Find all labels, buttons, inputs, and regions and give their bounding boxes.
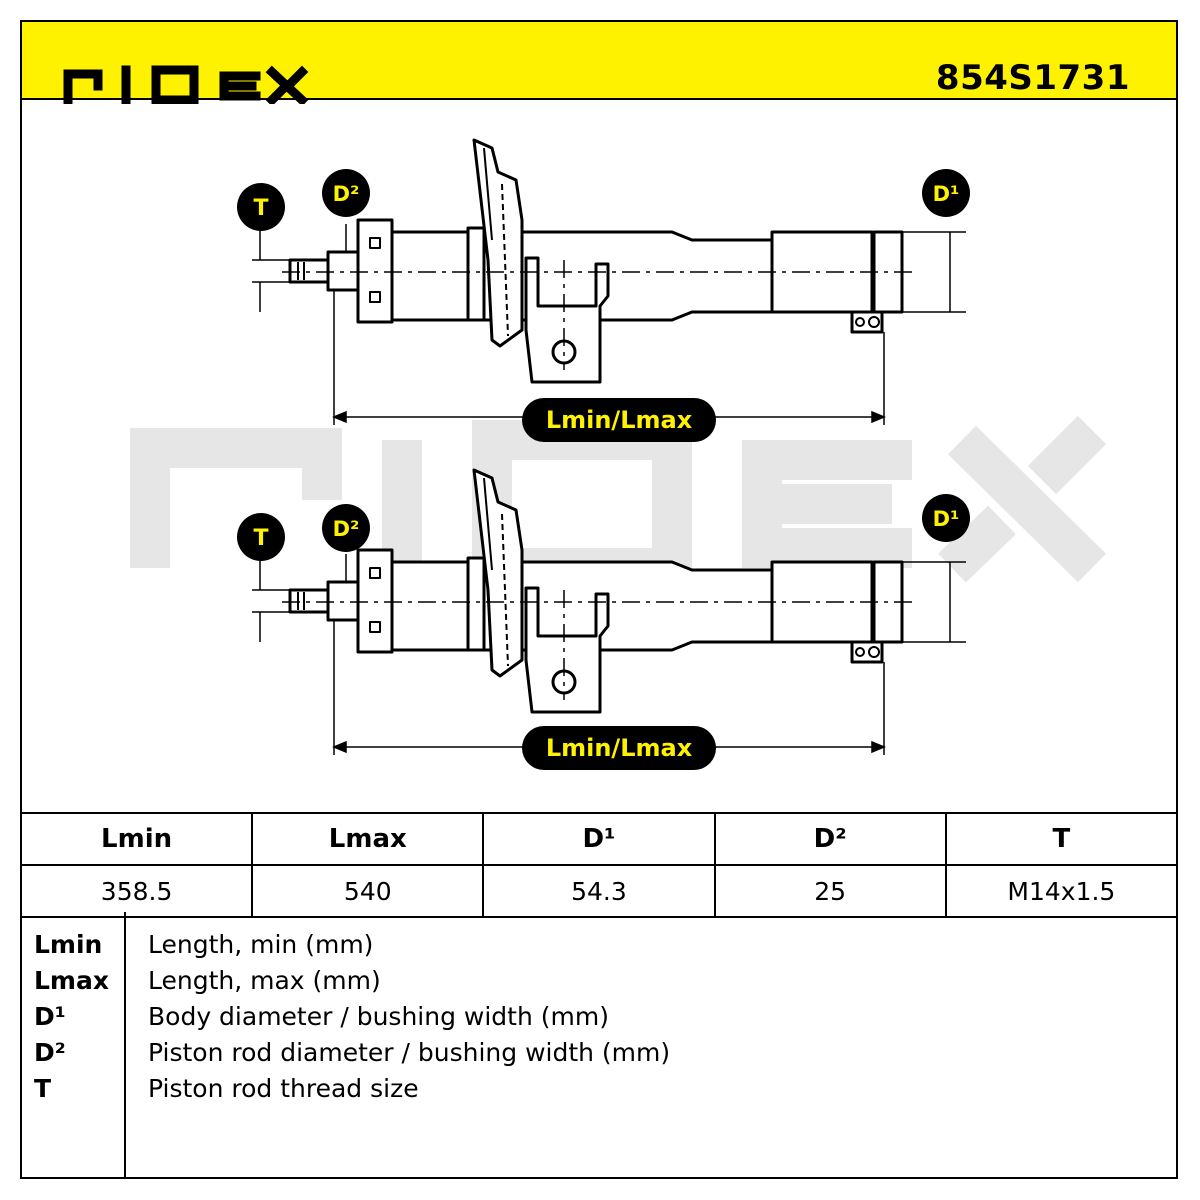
legend-desc-lmin: Length, min (mm) [148,930,374,959]
svg-text:D¹: D¹ [933,507,960,531]
spec-value-t: M14x1.5 [944,864,1179,918]
spec-table-header-row: Lmin Lmax D¹ D² T [19,812,1179,866]
spec-header-lmin: Lmin [19,812,254,866]
svg-text:T: T [253,526,268,551]
shock-absorber-drawing: T D² D¹ Lmin/Lmax T D² D¹ Lmin/Lmax [130,138,1107,770]
spec-table-value-row: 358.5 540 54.3 25 M14x1.5 [19,864,1179,918]
label-length-lower: Lmin/Lmax [522,726,716,770]
spec-value-d1: 54.3 [482,864,716,918]
part-number: 854S1731 [935,58,1130,98]
spec-value-lmin: 358.5 [19,864,254,918]
legend-key-t: T [34,1074,52,1103]
header-bar: 854S1731 [20,20,1178,104]
svg-text:Lmin/Lmax: Lmin/Lmax [546,734,693,762]
spec-header-d2: D² [713,812,947,866]
svg-text:D²: D² [333,517,360,541]
label-t-lower: T [237,513,285,561]
spec-value-d2: 25 [713,864,947,918]
label-length-upper: Lmin/Lmax [522,398,716,442]
legend-divider [124,912,126,1179]
label-d1-lower: D¹ [922,494,970,542]
spec-table: Lmin Lmax D¹ D² T 358.5 540 54.3 25 M14x… [19,812,1179,918]
svg-text:Lmin/Lmax: Lmin/Lmax [546,406,693,434]
label-d1-upper: D¹ [922,169,970,217]
label-d2-upper: D² [322,169,370,217]
legend-key-d1: D¹ [34,1002,66,1031]
svg-text:T: T [253,196,268,221]
label-d2-lower: D² [322,504,370,552]
label-t-upper: T [237,183,285,231]
legend-desc-lmax: Length, max (mm) [148,966,381,995]
ridex-logo [63,65,309,104]
svg-text:D¹: D¹ [933,182,960,206]
legend-desc-d1: Body diameter / bushing width (mm) [148,1002,609,1031]
legend-desc-d2: Piston rod diameter / bushing width (mm) [148,1038,671,1067]
legend-key-lmin: Lmin [34,930,103,959]
spec-value-lmax: 540 [251,864,485,918]
spec-header-d1: D¹ [482,812,716,866]
svg-text:D²: D² [333,182,360,206]
legend-desc-t: Piston rod thread size [148,1074,419,1103]
legend-key-d2: D² [34,1038,66,1067]
legend: Lmin Length, min (mm) Lmax Length, max (… [20,912,1178,1179]
spec-header-t: T [944,812,1179,866]
spec-header-lmax: Lmax [251,812,485,866]
legend-key-lmax: Lmax [34,966,109,995]
